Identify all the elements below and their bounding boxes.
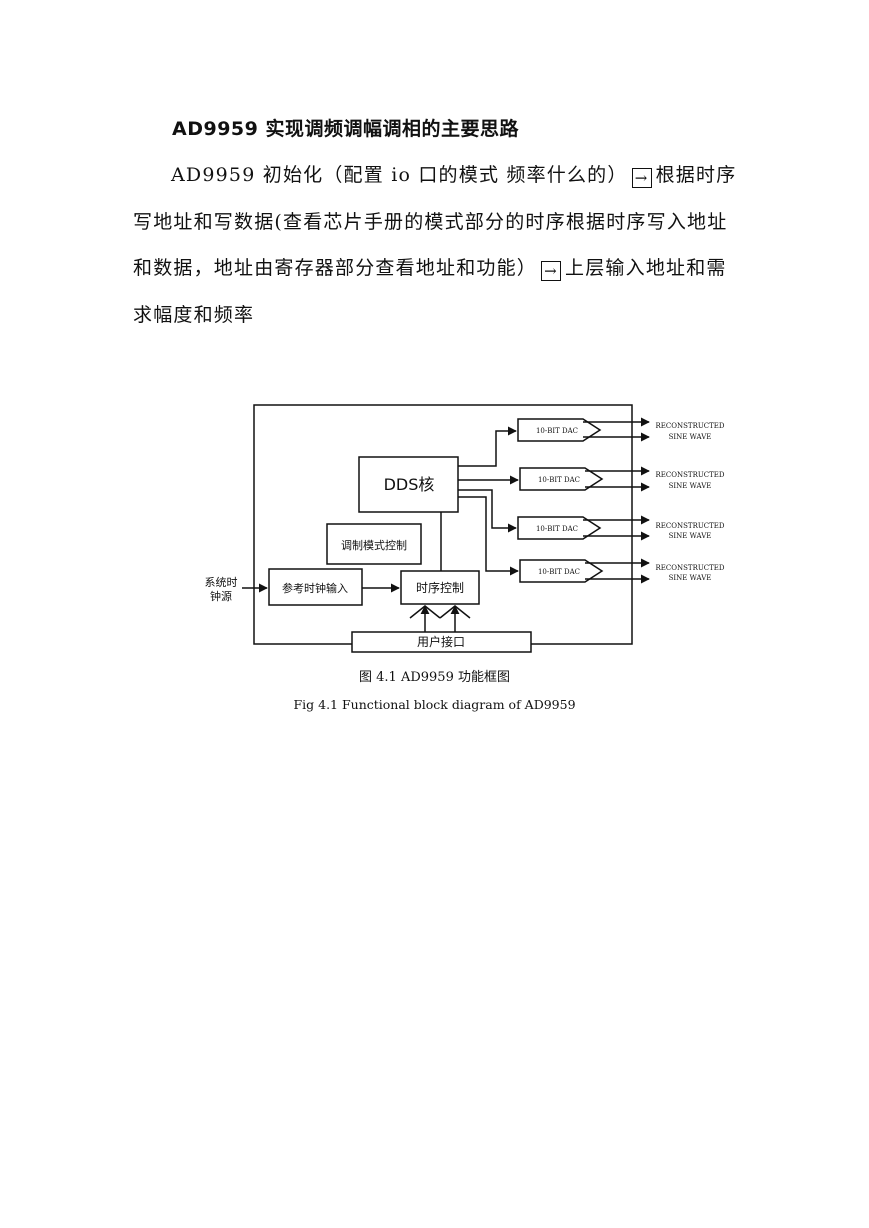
dac-output-label: RECONSTRUCTED — [656, 564, 725, 572]
dac-box — [519, 559, 604, 583]
body-paragraph: AD9959 初始化（配置 io 口的模式 频率什么的）→根据时序写地址和写数据… — [133, 152, 743, 338]
dac-box — [517, 516, 602, 540]
dac-box — [517, 418, 602, 442]
mod-ctrl-label: 调制模式控制 — [341, 538, 407, 552]
dac-output-label: RECONSTRUCTED — [656, 422, 725, 430]
mod-ctrl-box — [326, 523, 422, 565]
figure-caption-en: Fig 4.1 Functional block diagram of AD99… — [293, 697, 576, 712]
dds-core-box — [358, 456, 459, 513]
para-part-3: 上层输入地址和需求幅度和频率 — [133, 257, 727, 326]
dac-output-label: SINE WAVE — [669, 433, 712, 441]
user-if-box — [351, 631, 532, 653]
dac-label: 10-BIT DAC — [538, 568, 580, 576]
sys-clock-label: 系统时 — [205, 576, 238, 589]
block-diagram: DDS核 调制模式控制 参考时钟输入 时序控制 用户接口 系统时 钟源 10-B… — [205, 404, 725, 653]
ref-clock-box — [268, 568, 363, 606]
ref-clock-label: 参考时钟输入 — [282, 581, 348, 595]
arrow-icon: → — [541, 261, 562, 281]
dds-core-label: DDS核 — [384, 475, 435, 494]
arrow-icon: → — [631, 168, 652, 188]
dac-output-label: RECONSTRUCTED — [656, 522, 725, 530]
dac-label: 10-BIT DAC — [538, 476, 580, 484]
dac-box — [519, 467, 604, 491]
dac-label: 10-BIT DAC — [536, 525, 578, 533]
user-if-label: 用户接口 — [417, 634, 465, 649]
dac-label: 10-BIT DAC — [536, 427, 578, 435]
sys-clock-label: 钟源 — [210, 589, 232, 603]
dac-output-label: SINE WAVE — [669, 574, 712, 582]
para-part-2: 根据时序写地址和写数据(查看芯片手册的模式部分的时序根据时序写入地址和数据，地址… — [133, 164, 737, 279]
para-part-1: AD9959 初始化（配置 io 口的模式 频率什么的） — [171, 164, 628, 186]
timing-ctrl-label: 时序控制 — [416, 580, 464, 595]
dac-output-label: SINE WAVE — [669, 532, 712, 540]
figure-caption-cn: 图 4.1 AD9959 功能框图 — [359, 670, 510, 685]
section-heading: AD9959 实现调频调幅调相的主要思路 — [172, 118, 519, 140]
dac-output-label: SINE WAVE — [669, 482, 712, 490]
timing-ctrl-box — [400, 570, 480, 605]
dac-output-label: RECONSTRUCTED — [656, 471, 725, 479]
